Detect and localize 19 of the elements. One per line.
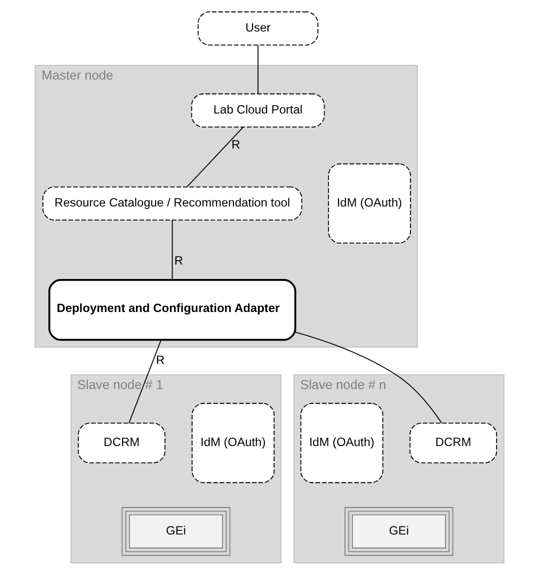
connector [294, 332, 442, 424]
node-box: GEi [121, 507, 230, 556]
node-box: DCRM [409, 422, 497, 464]
edge-label: R [174, 254, 183, 268]
node-box: DCRM [77, 422, 165, 464]
node-box: IdM (OAuth) [300, 402, 383, 484]
edge-label: R [156, 353, 164, 368]
connector [171, 220, 172, 280]
connector [186, 126, 244, 188]
node-box: GEi [344, 507, 453, 556]
node-box: User [197, 11, 318, 46]
node-box: Deployment and Configuration Adapter [48, 279, 296, 341]
connector [128, 339, 162, 424]
node-box: Lab Cloud Portal [190, 93, 324, 128]
node-box: IdM (OAuth) [328, 163, 410, 244]
node-box: IdM (OAuth) [191, 402, 274, 484]
connector [257, 44, 258, 94]
edge-label: R [231, 138, 240, 152]
node-box: Resource Catalogue / Recommendation tool [42, 186, 302, 221]
